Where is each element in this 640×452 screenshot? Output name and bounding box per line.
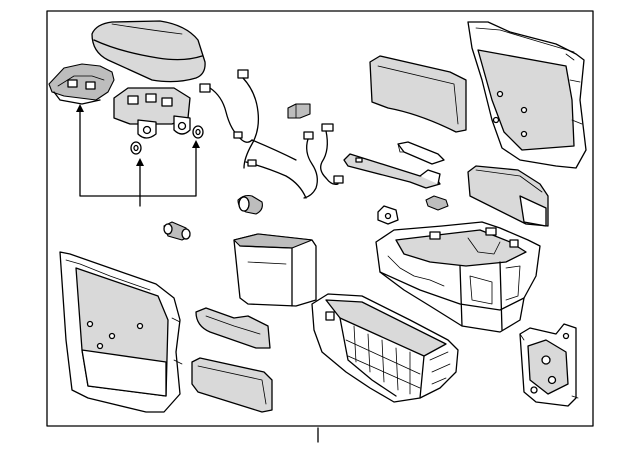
console-pad	[467, 165, 549, 227]
mat-upper	[195, 307, 271, 349]
console-body	[375, 221, 541, 333]
console-side-panel-right	[467, 21, 587, 169]
bulb-socket	[163, 221, 191, 241]
mat-lower	[191, 357, 273, 413]
mounting-bracket-long	[343, 153, 441, 189]
small-bracket	[397, 141, 445, 165]
wire-harness-left	[199, 69, 307, 199]
callout-lines	[76, 104, 200, 207]
washer-right	[192, 125, 204, 139]
rear-mount-bracket	[519, 323, 579, 407]
clip-bracket	[377, 195, 449, 225]
washer-left	[130, 141, 142, 155]
console-side-panel-left	[59, 251, 183, 413]
switch-connector	[287, 103, 311, 119]
lid-hinge-bracket	[48, 63, 115, 105]
lamp-bulb	[237, 194, 263, 215]
console-bin	[233, 233, 317, 307]
parts-frame	[46, 10, 594, 443]
hinge-base	[113, 87, 191, 139]
armrest-lid	[91, 20, 206, 83]
trim-panel-upper	[369, 55, 467, 133]
console-bottom-tray	[311, 293, 459, 403]
wire-harness-right	[303, 123, 344, 199]
